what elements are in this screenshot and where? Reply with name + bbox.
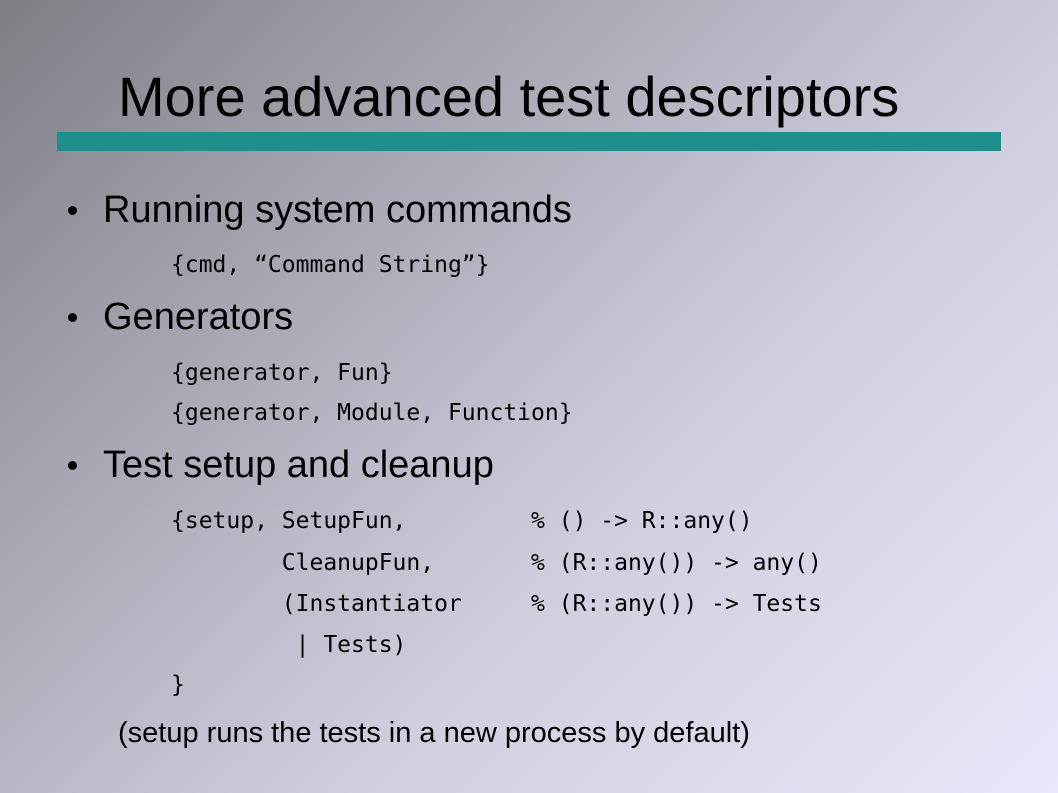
code-line: {generator, Fun} [171, 360, 393, 386]
slide-note: (setup runs the tests in a new process b… [118, 717, 750, 749]
code-line: {cmd, “Command String”} [171, 252, 490, 278]
bullet-dot-icon [68, 461, 77, 470]
code-line: } [171, 672, 185, 698]
slide-title: More advanced test descriptors [118, 65, 900, 128]
bullet-text: Test setup and cleanup [103, 444, 494, 486]
code-line: | Tests) [171, 632, 407, 658]
bullet-text: Generators [103, 296, 294, 338]
code-line: {setup, SetupFun, % () -> R::any() [171, 508, 753, 534]
bullet-dot-icon [68, 206, 77, 215]
title-underline-bar [57, 132, 1001, 151]
bullet-text: Running system commands [103, 189, 572, 231]
code-line: (Instantiator % (R::any()) -> Tests [171, 591, 822, 617]
code-line: {generator, Module, Function} [171, 400, 573, 426]
code-line: CleanupFun, % (R::any()) -> any() [171, 550, 822, 576]
bullet-dot-icon [68, 313, 77, 322]
